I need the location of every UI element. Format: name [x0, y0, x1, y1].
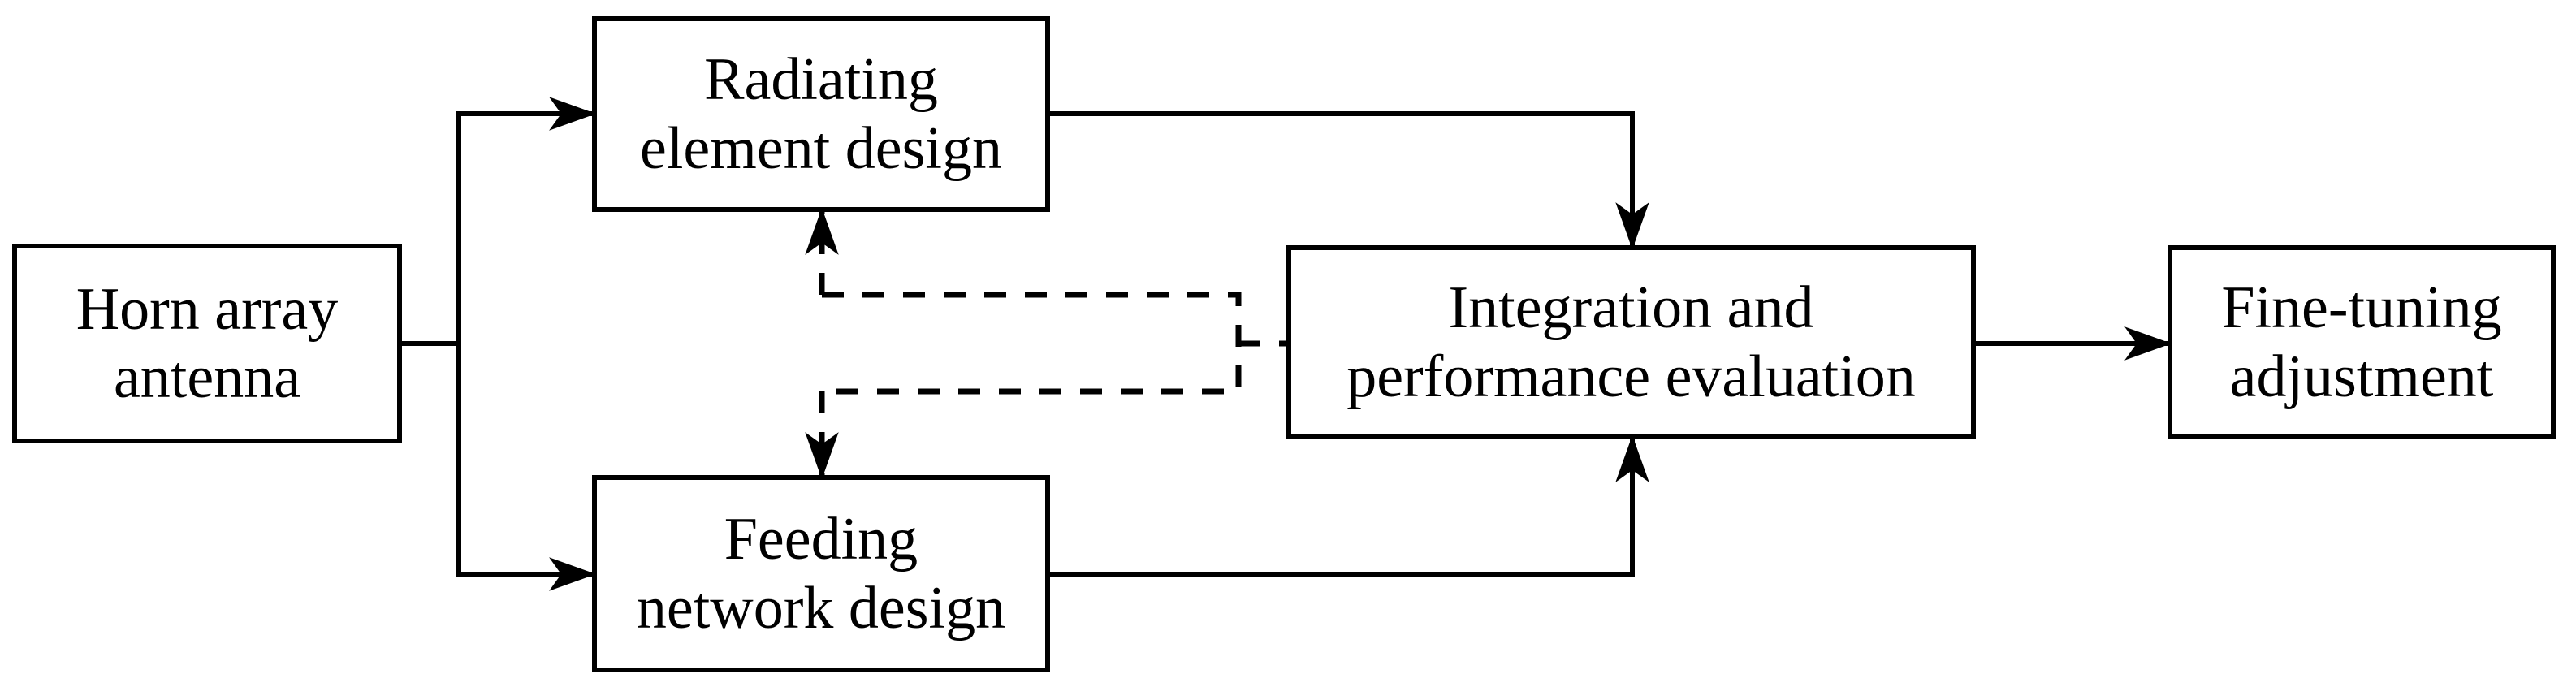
radiating-element-design-label: Radiating element design — [640, 46, 1002, 182]
fine-tuning-adjustment-box — [2168, 245, 2556, 439]
fine-tuning-adjustment-label: Fine-tuning adjustment — [2221, 274, 2502, 410]
dashed-coupling-loop — [822, 292, 1242, 395]
horn-array-antenna-box — [12, 244, 402, 443]
edge-feeding-to-integration-arrow — [1048, 434, 1649, 577]
edge-horn-to-feeding-arrow — [456, 344, 597, 591]
edge-radiating-to-integration-arrow — [1048, 111, 1649, 250]
feeding-network-design-label: Feeding network design — [636, 506, 1006, 642]
horn-array-antenna-label: Horn array antenna — [76, 275, 339, 411]
edge-horn-to-radiating-arrow — [456, 97, 597, 344]
radiating-element-design-box — [592, 16, 1050, 212]
integration-performance-evaluation-label: Integration and performance evaluation — [1346, 274, 1916, 410]
